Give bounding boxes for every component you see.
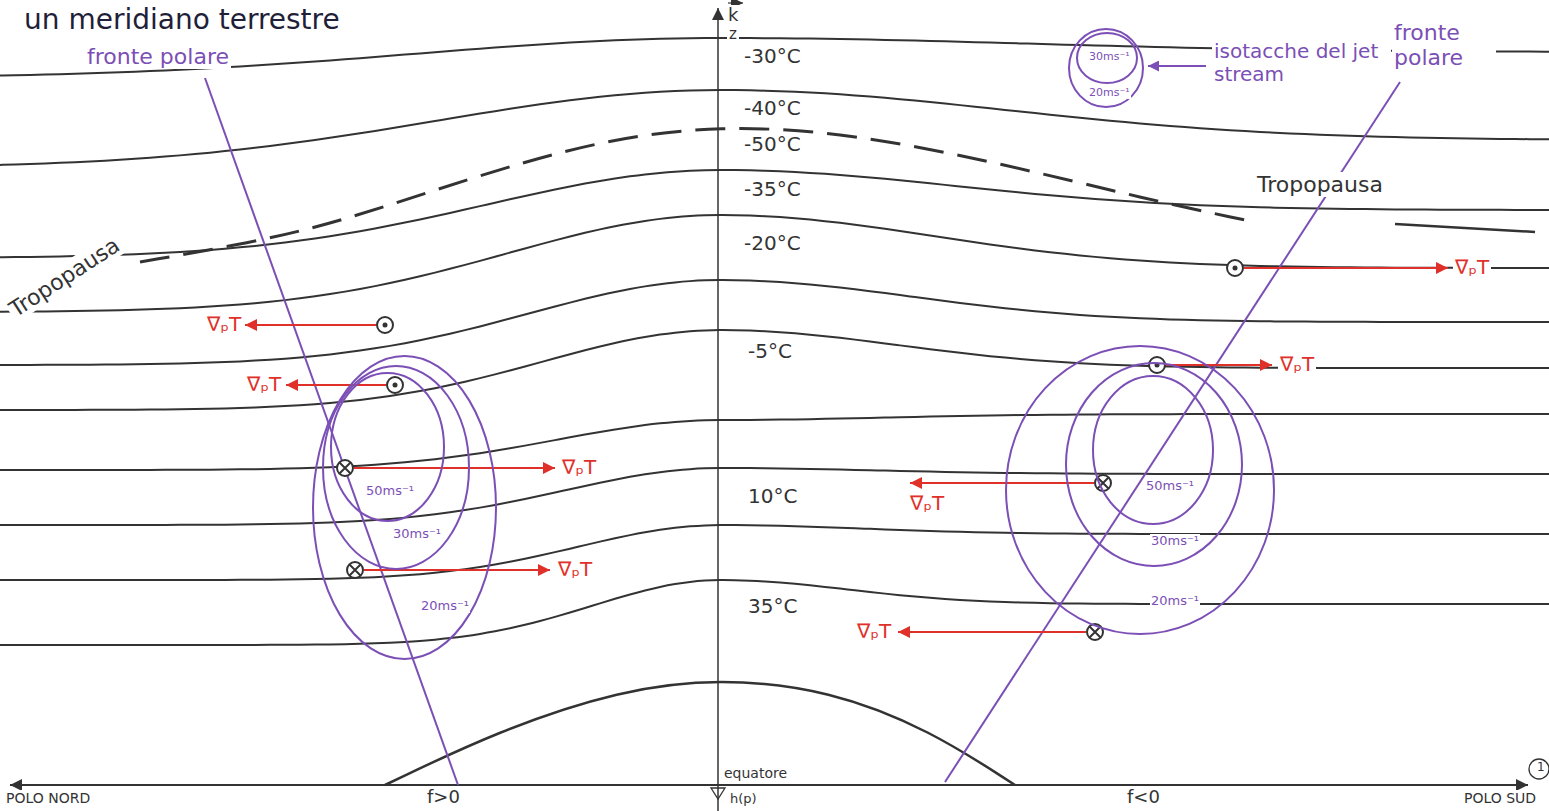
isotach-ellipse: 20ms⁻¹ 30ms⁻¹ 50ms⁻¹: [312, 355, 497, 660]
coriolis-sign: f<0: [1125, 787, 1162, 808]
isotherm-value: -40°C: [742, 97, 803, 120]
tropopause-label: Tropopausa: [1255, 172, 1385, 197]
heading: un meridiano terrestre: [22, 4, 342, 36]
gradient-arrow: [245, 324, 376, 326]
callout-number: 1: [1535, 761, 1547, 775]
isotach-outline: [330, 372, 445, 522]
callout-circle: [1529, 759, 1549, 779]
isotach-value: 50ms⁻¹: [365, 484, 415, 498]
isotach-ellipse: 30ms⁻¹ 50ms⁻¹: [322, 365, 470, 570]
isotach-value: 30ms⁻¹: [1088, 51, 1131, 63]
isotach-outline: [312, 355, 497, 660]
tropopause-line: [1395, 224, 1535, 232]
isotherm: [0, 468, 1549, 525]
polar-front: [205, 78, 458, 785]
isotach-value: 30ms⁻¹: [1150, 534, 1200, 548]
isotach-curve: [1069, 29, 1143, 107]
isotach-curve: [1077, 33, 1137, 83]
isotherm: [0, 525, 1549, 580]
axis-name: h(p): [728, 792, 759, 807]
gradient-label: ∇ₚT: [855, 620, 893, 643]
vertical-axis: [717, 8, 719, 811]
wind-in-symbol: [337, 460, 353, 476]
gradient-label: ∇ₚT: [1278, 353, 1316, 376]
isotach-curve: [1006, 346, 1274, 634]
isotherm-value: -30°C: [742, 45, 803, 68]
gradient-arrow: [354, 467, 555, 469]
gradient-label: ∇ₚT: [908, 492, 946, 515]
isotherm-value: 35°C: [746, 595, 799, 618]
isotherm: [385, 682, 1015, 785]
isotach-curve: [313, 356, 496, 659]
gradient-label: ∇ₚT: [556, 558, 594, 581]
gradient-label: ∇ₚT: [1453, 256, 1491, 279]
wind-out-symbol: [1227, 260, 1243, 276]
isotherm: [0, 580, 1549, 645]
isotherm-value: -35°C: [742, 178, 803, 201]
isotach-curve: [1066, 363, 1242, 566]
axis-name: z: [727, 26, 739, 43]
isotach-ellipse: 20ms⁻¹ 30ms⁻¹: [1068, 28, 1144, 108]
front-label: fronte polare: [1392, 20, 1496, 71]
isotach-ellipse: 20ms⁻¹ 30ms⁻¹ 50ms⁻¹: [1005, 345, 1275, 635]
isotach-value: 20ms⁻¹: [420, 599, 470, 613]
gradient-label: ∇ₚT: [245, 373, 283, 396]
polar-front: [945, 82, 1400, 782]
gradient-arrow: [898, 631, 1086, 633]
isotach-curve: [331, 373, 444, 521]
isotach-outline: [1092, 375, 1214, 525]
isotach-ellipse: 30ms⁻¹ 50ms⁻¹: [1065, 362, 1243, 567]
gradient-arrow: [286, 384, 386, 386]
isotach-value: 20ms⁻¹: [1088, 87, 1131, 99]
leader-arrow: [1148, 65, 1206, 67]
nabla-mark: [711, 788, 725, 799]
isotach-ellipse: 50ms⁻¹: [1092, 375, 1214, 525]
latitude-axis: [10, 784, 1528, 786]
coriolis-sign: f>0: [425, 787, 462, 808]
isotherm: [0, 215, 1549, 312]
isotherm-value: -20°C: [742, 232, 803, 255]
wind-out-symbol: [377, 317, 393, 333]
equator-label: equatore: [722, 765, 789, 781]
isotherm-value: -5°C: [746, 340, 794, 363]
isotherm: [0, 280, 1549, 365]
wind-out-symbol: [387, 377, 403, 393]
isotach-value: 20ms⁻¹: [1150, 594, 1200, 608]
wind-out-symbol: [1149, 357, 1165, 373]
gradient-label: ∇ₚT: [205, 313, 243, 336]
pole-label: POLO SUD: [1462, 790, 1538, 806]
gradient-arrow: [1166, 364, 1272, 366]
isotach-value: 30ms⁻¹: [392, 527, 442, 541]
axis-name: k: [726, 5, 740, 26]
legend-note: isotacche del jet stream: [1212, 40, 1391, 86]
tropopause-label: Tropopausa: [3, 231, 126, 323]
tropopause-line: [140, 129, 1245, 262]
pole-label: POLO NORD: [4, 790, 92, 806]
front-label: fronte polare: [85, 44, 231, 69]
wind-in-symbol: [347, 562, 363, 578]
isotach-ellipse: 50ms⁻¹: [330, 372, 445, 522]
isotach-outline: [1005, 345, 1275, 635]
isotherm: [0, 414, 1549, 470]
gradient-label: ∇ₚT: [560, 456, 598, 479]
isotherm: [0, 330, 1549, 410]
isotach-value: 50ms⁻¹: [1145, 479, 1195, 493]
cross-section: [0, 3, 1549, 811]
isotherm-value: 10°C: [746, 485, 799, 508]
isotach-curve: [1093, 376, 1213, 524]
isotach-ellipse: 30ms⁻¹: [1076, 32, 1138, 84]
gradient-arrow: [1244, 267, 1448, 269]
isotach-curve: [323, 366, 469, 569]
isotherm-value: -50°C: [742, 133, 803, 156]
vector-arrow: [728, 2, 743, 3]
